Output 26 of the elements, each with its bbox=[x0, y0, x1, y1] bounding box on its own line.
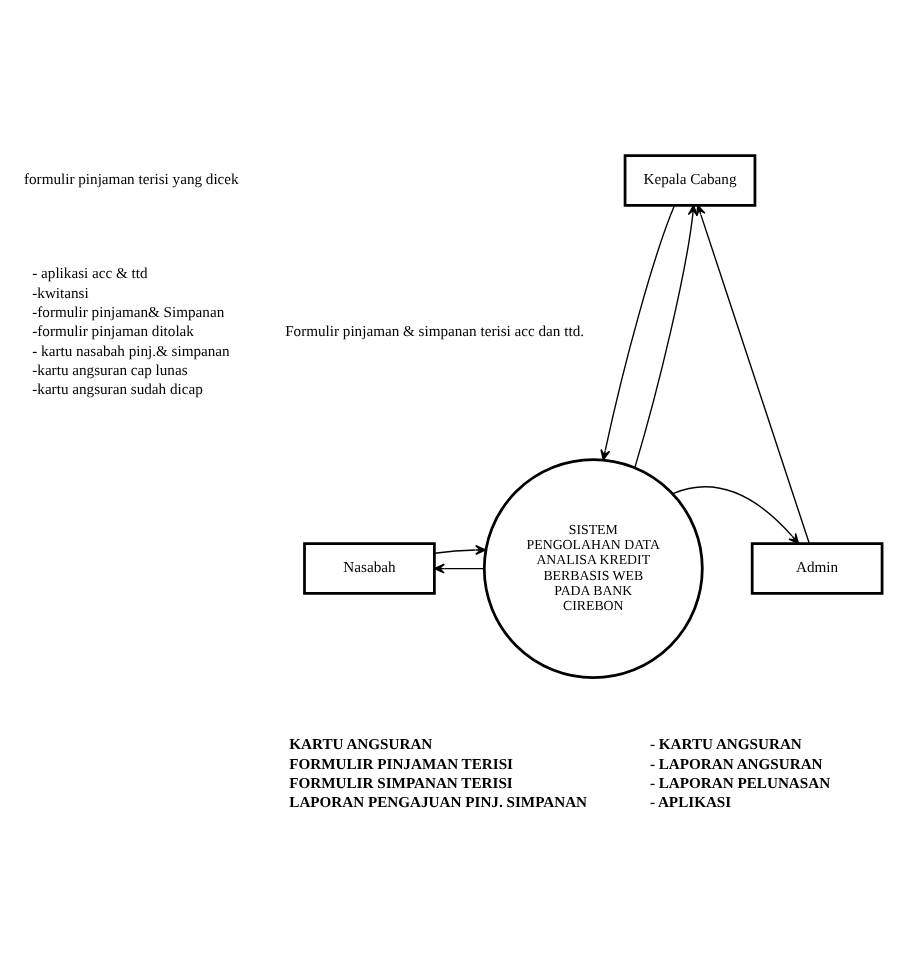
label: -formulir pinjaman& Simpanan bbox=[32, 301, 225, 320]
arrow bbox=[695, 203, 810, 544]
label: FORMULIR PINJAMAN TERISI bbox=[289, 753, 514, 772]
label: - LAPORAN ANGSURAN bbox=[649, 753, 823, 772]
node-box: Admin bbox=[750, 541, 884, 594]
label: FORMULIR SIMPANAN TERISI bbox=[289, 772, 513, 791]
arrow bbox=[433, 562, 485, 573]
label: - kartu nasabah pinj.& simpanan bbox=[32, 340, 230, 359]
label: -kartu angsuran sudah dicap bbox=[32, 379, 203, 398]
label: -kartu angsuran cap lunas bbox=[32, 359, 188, 378]
arrow bbox=[433, 543, 487, 555]
label: -formulir pinjaman ditolak bbox=[32, 321, 194, 340]
label: - LAPORAN PELUNASAN bbox=[649, 772, 831, 791]
node-box: Nasabah bbox=[303, 541, 436, 594]
label: Formulir pinjaman & simpanan terisi acc dan ttd. bbox=[285, 321, 585, 340]
label: - aplikasi acc & ttd bbox=[32, 263, 148, 282]
arrow bbox=[672, 485, 800, 544]
label: LAPORAN PENGAJUAN PINJ. SIMPANAN bbox=[289, 792, 588, 811]
arrow bbox=[600, 203, 676, 460]
label: - KARTU ANGSURAN bbox=[649, 734, 802, 753]
label: formulir pinjaman terisi yang dicek bbox=[24, 169, 239, 188]
label: -kwitansi bbox=[32, 282, 89, 301]
label: - APLIKASI bbox=[649, 792, 732, 811]
node-box: Kepala Cabang bbox=[623, 153, 757, 206]
label: KARTU ANGSURAN bbox=[289, 734, 433, 753]
arrow bbox=[634, 203, 698, 468]
